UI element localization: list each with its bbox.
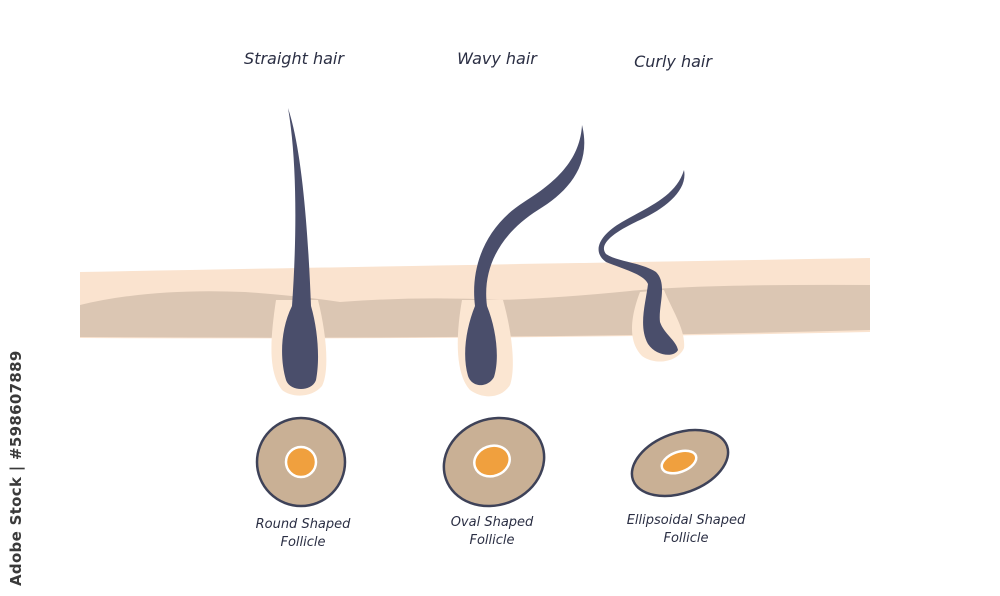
- ellipsoidal-follicle-cross-section: [630, 428, 730, 498]
- round-follicle-caption-line1: Round Shaped: [256, 517, 352, 532]
- round-follicle-cross-section: [255, 416, 347, 508]
- stock-watermark: Adobe Stock | #598607889: [7, 350, 25, 586]
- round-follicle-caption-line2: Follicle: [280, 535, 325, 550]
- straight-hair-strand: [282, 108, 319, 389]
- curly-hair-title: Curly hair: [634, 52, 713, 71]
- wavy-hair-title: Wavy hair: [457, 49, 538, 68]
- ellipsoidal-follicle-caption-line1: Ellipsoidal Shaped: [627, 513, 746, 528]
- wavy-hair-strand: [465, 125, 585, 386]
- curly-hair-strand: [598, 170, 685, 355]
- straight-hair-group: [271, 108, 327, 396]
- oval-follicle-caption-line1: Oval Shaped: [451, 515, 534, 530]
- straight-hair-title: Straight hair: [244, 49, 345, 68]
- oval-follicle-cross-section: [442, 416, 546, 508]
- oval-follicle-core: [473, 444, 511, 478]
- oval-follicle-caption-line2: Follicle: [469, 533, 514, 548]
- ellipsoidal-follicle-core: [660, 449, 698, 475]
- curly-hair-group: [598, 170, 685, 362]
- ellipsoidal-follicle-caption-line2: Follicle: [663, 531, 708, 546]
- wavy-hair-group: [457, 125, 585, 397]
- round-follicle-core: [284, 445, 318, 479]
